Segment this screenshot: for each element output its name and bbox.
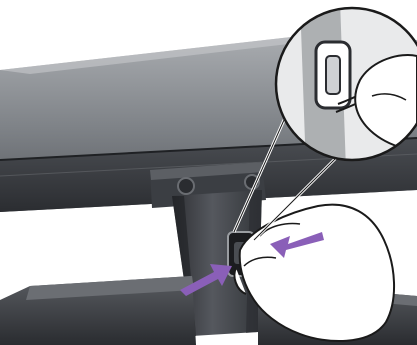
diagram-canvas: [0, 0, 417, 345]
monitor-stand-cable-clip-diagram: [0, 0, 417, 345]
